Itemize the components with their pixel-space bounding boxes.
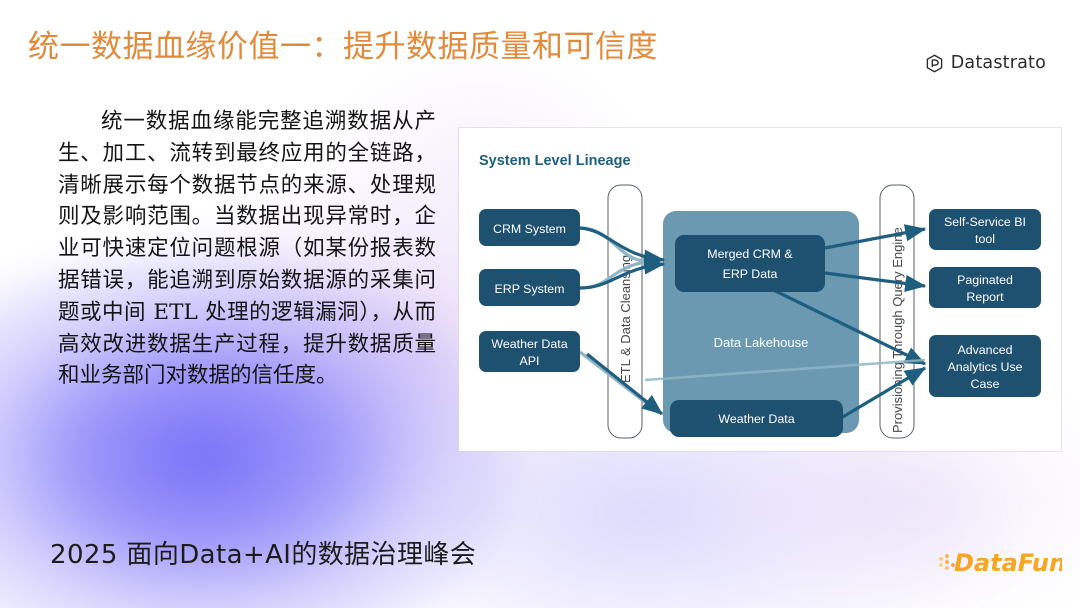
datastrato-wordmark: Datastrato	[950, 53, 1046, 73]
node-advanced-label-line3: Case	[971, 377, 1000, 391]
node-weather-data-api-label-line1: Weather Data	[491, 337, 567, 351]
edge-merged-to-bi	[824, 224, 927, 250]
node-weather-data-api[interactable]: Weather Data API	[479, 331, 580, 372]
node-erp-system-label: ERP System	[494, 282, 564, 296]
datastrato-logo: Datastrato	[925, 53, 1046, 73]
node-crm-system[interactable]: CRM System	[479, 209, 580, 246]
edge-weatherapi-to-weather	[586, 352, 663, 416]
node-weather-data-api-label-line2: API	[520, 354, 540, 368]
node-erp-system[interactable]: ERP System	[479, 269, 580, 306]
node-paginated-report[interactable]: Paginated Report	[929, 267, 1041, 308]
edge-lane-strand-light	[644, 358, 926, 382]
node-bi-label-line2: tool	[975, 232, 995, 246]
node-weather-data-label: Weather Data	[718, 412, 794, 426]
lakehouse-label: Data Lakehouse	[714, 335, 809, 350]
node-paginated-label-line1: Paginated	[957, 273, 1013, 287]
node-merged-label-line1: Merged CRM &	[707, 247, 793, 261]
stage-label-provisioning: Provisioning Through Query Engine	[890, 227, 905, 433]
node-crm-system-label: CRM System	[493, 222, 566, 236]
diagram-title: System Level Lineage	[479, 153, 631, 169]
edge-erp-to-merged	[579, 257, 666, 290]
datafun-text: DataFun.	[954, 549, 1062, 577]
node-self-service-bi-tool[interactable]: Self-Service BI tool	[929, 209, 1041, 250]
node-advanced-label-line1: Advanced	[957, 343, 1012, 357]
system-level-lineage-diagram: System Level Lineage ETL & Data Cleansin…	[459, 128, 1061, 451]
datastrato-mark-icon	[926, 53, 943, 73]
footer-event-title: 2025 面向Data+AI的数据治理峰会	[50, 540, 477, 570]
edge-merged-to-paginated	[824, 271, 927, 293]
datafun-dots-icon	[939, 554, 955, 570]
stage-lane-etl	[607, 184, 643, 439]
node-advanced-label-line2: Analytics Use	[947, 360, 1022, 374]
edge-merged-to-advanced	[758, 281, 927, 366]
page-title: 统一数据血缘价值一：提升数据质量和可信度	[28, 29, 658, 65]
body-paragraph: 统一数据血缘能完整追溯数据从产生、加工、流转到最终应用的全链路，清晰展示每个数据…	[58, 109, 436, 389]
node-weather-data[interactable]: Weather Data	[670, 400, 843, 437]
datafun-logo: DataFun.	[936, 548, 1062, 578]
edge-weather-to-advanced	[840, 366, 927, 420]
node-merged-label-line2: ERP Data	[723, 267, 778, 281]
node-bi-label-line1: Self-Service BI	[944, 215, 1026, 229]
node-merged-crm-erp-data[interactable]: Merged CRM & ERP Data	[675, 235, 825, 292]
node-paginated-label-line2: Report	[966, 290, 1004, 304]
datafun-wordmark-icon: DataFun.	[939, 549, 1062, 577]
node-advanced-analytics-use-case[interactable]: Advanced Analytics Use Case	[929, 335, 1041, 397]
stage-label-etl: ETL & Data Cleansing	[618, 255, 633, 383]
